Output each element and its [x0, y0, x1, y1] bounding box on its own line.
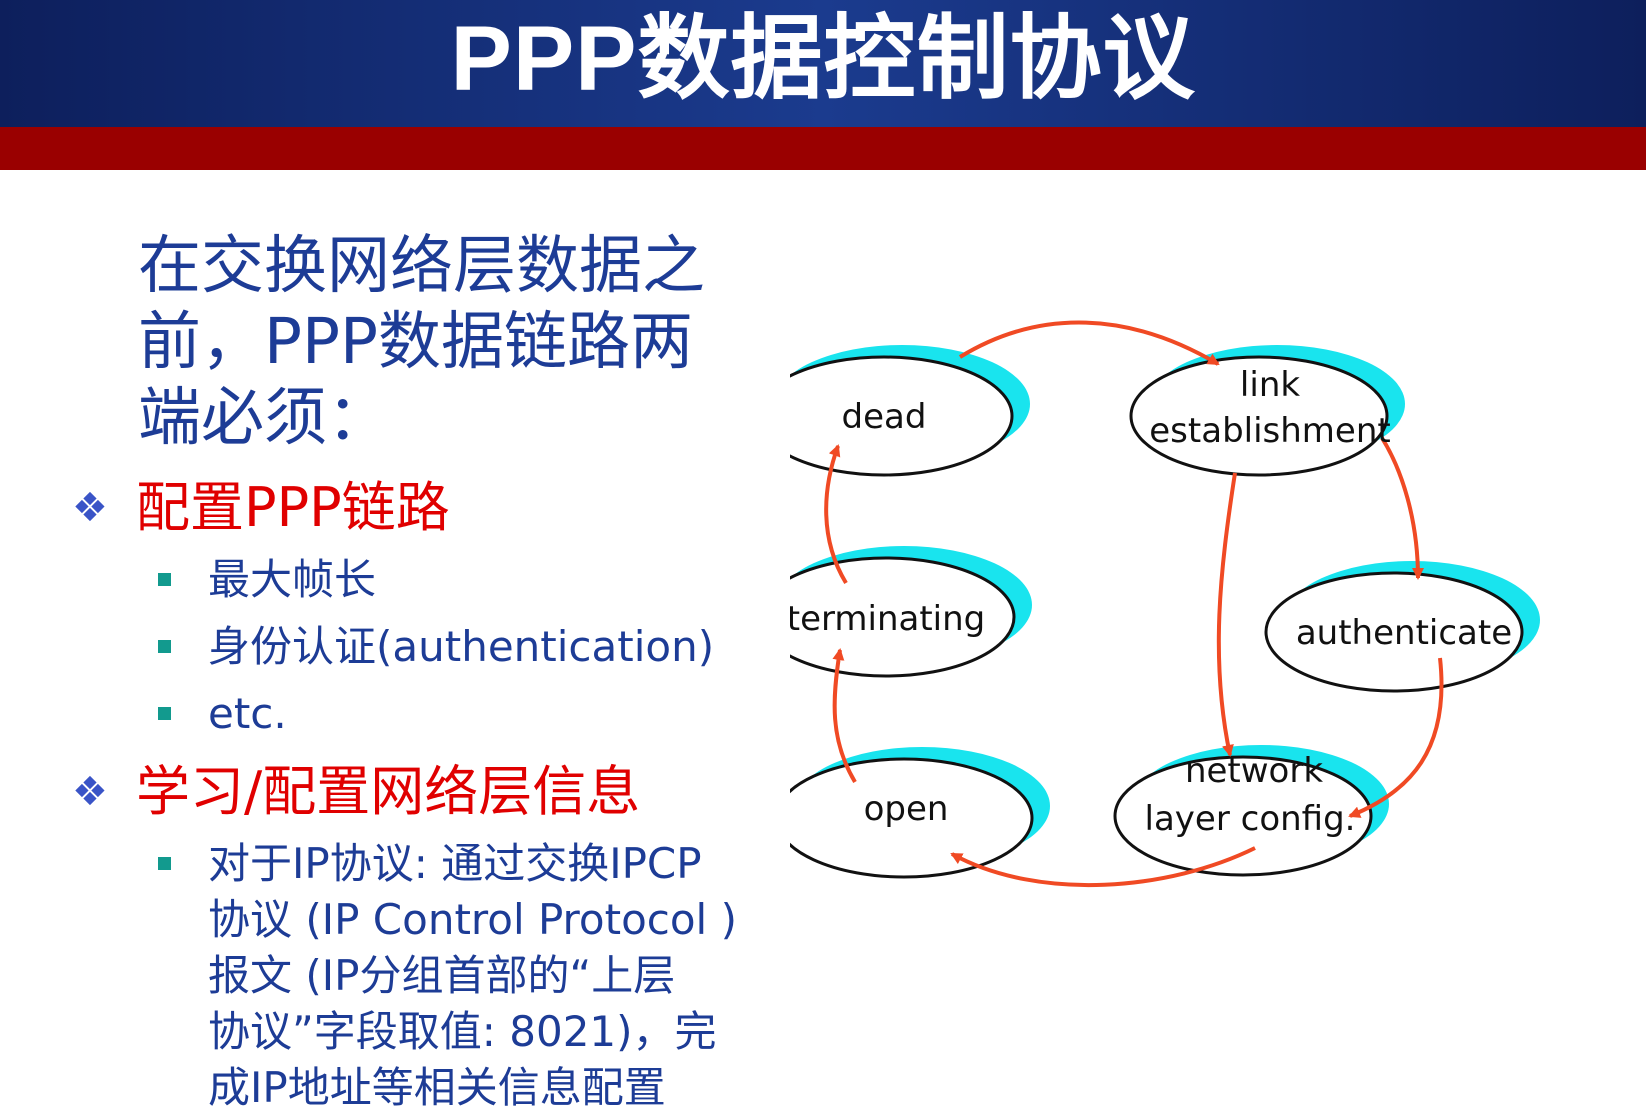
square-bullet-icon [158, 857, 171, 870]
paragraph-line: 成IP地址等相关信息配置 [208, 1063, 666, 1112]
state-terminating [790, 556, 1016, 678]
state-label-network: network [1185, 751, 1323, 791]
square-bullet-icon [158, 573, 171, 586]
section-heading-network-layer: 学习/配置网络层信息 [136, 760, 641, 823]
intro-line: 端必须： [138, 381, 390, 454]
state-network-layer-config [1113, 755, 1373, 877]
state-label-dead: dead [842, 397, 927, 437]
diamond-bullet-icon: ❖ [72, 769, 108, 815]
arrow-authenticate-to-network [1348, 657, 1444, 818]
intro-line: 在交换网络层数据之 [138, 229, 705, 302]
intro-line: 前，PPP数据链路两 [138, 305, 693, 378]
arrow-open-to-terminating [832, 648, 857, 784]
paragraph-line: 协议”字段取值: 8021)，完 [208, 1007, 717, 1056]
paragraph-line: 协议 (IP Control Protocol ) [208, 895, 737, 944]
state-label-establishment: establishment [1149, 411, 1390, 451]
state-label-link: link [1240, 365, 1300, 405]
arrow-link-to-authenticate [1380, 436, 1424, 580]
state-open [790, 757, 1034, 879]
page-title: PPP数据控制协议 [450, 8, 1196, 110]
title-bar [0, 0, 1646, 127]
list-item: 身份认证(authentication) [208, 622, 715, 671]
state-label-layer-config: layer config. [1145, 799, 1356, 839]
ppp-state-diagram: dead link establishment authenticate net… [790, 320, 1540, 888]
arrow-link-to-network [1216, 472, 1237, 757]
arrow-dead-to-link [958, 320, 1220, 366]
section-heading-configure-link: 配置PPP链路 [136, 476, 450, 539]
state-label-authenticate: authenticate [1296, 613, 1512, 653]
diamond-bullet-icon: ❖ [72, 485, 108, 531]
square-bullet-icon [158, 707, 171, 720]
title-underline-bar [0, 127, 1646, 170]
paragraph-line: 对于IP协议: 通过交换IPCP [208, 839, 702, 888]
paragraph-line: 报文 (IP分组首部的“上层 [208, 951, 676, 1000]
state-label-terminating: terminating [790, 599, 985, 639]
ipcp-description: 对于IP协议: 通过交换IPCP 协议 (IP Control Protocol… [208, 836, 798, 1116]
arrow-terminating-to-dead [824, 444, 848, 585]
state-link-establishment [1129, 355, 1389, 477]
state-authenticate [1264, 571, 1524, 693]
list-item: etc. [208, 689, 287, 738]
state-dead [790, 355, 1014, 477]
square-bullet-icon [158, 640, 171, 653]
arrow-network-to-open [950, 846, 1256, 888]
state-label-open: open [864, 789, 949, 829]
intro-text: 在交换网络层数据之 前，PPP数据链路两 端必须： [138, 228, 778, 456]
list-item: 最大帧长 [208, 555, 377, 604]
